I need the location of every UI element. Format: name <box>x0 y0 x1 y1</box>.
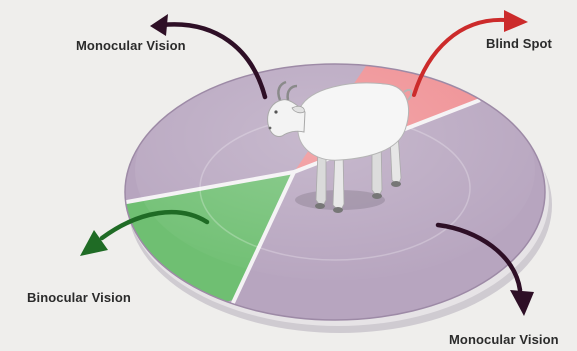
binocular-vision-label: Binocular Vision <box>27 290 131 305</box>
blind-spot-arrowhead-icon <box>504 10 528 32</box>
monocular-bottom-arrowhead-icon <box>510 290 534 316</box>
binocular-arrowhead-icon <box>80 230 108 256</box>
monocular-top-arrowhead-icon <box>150 14 168 36</box>
monocular-vision-bottom-label: Monocular Vision <box>449 332 559 347</box>
blind-spot-label: Blind Spot <box>486 36 552 51</box>
monocular-vision-top-label: Monocular Vision <box>76 38 186 53</box>
